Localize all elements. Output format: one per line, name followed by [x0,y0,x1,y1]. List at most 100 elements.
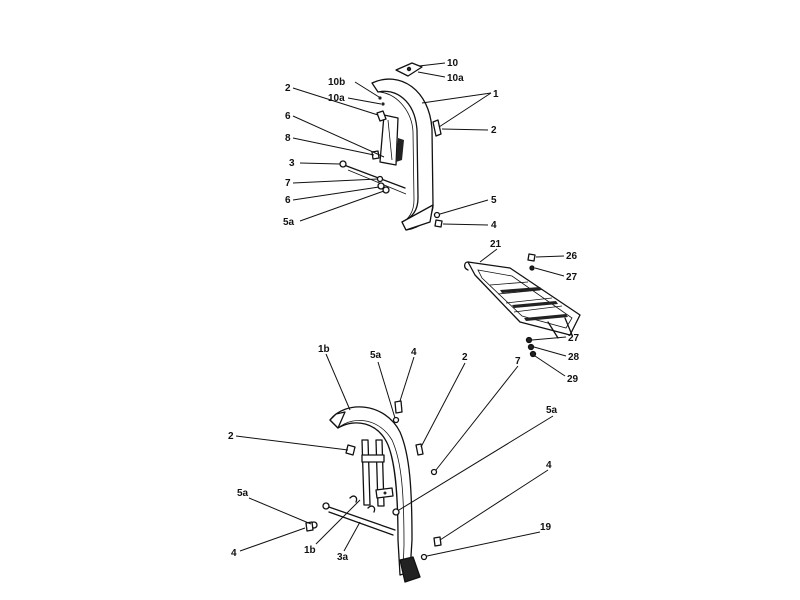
leader-10b [354,81,380,98]
label-6-top: 6 [285,111,291,122]
label-2-left: 2 [228,431,234,442]
rod-end-3 [339,160,347,168]
rear-stay-left [361,439,371,506]
label-27-top: 27 [566,272,578,283]
label-29: 29 [567,374,579,385]
label-5: 5 [491,195,497,206]
leader-1b-top [325,353,351,411]
rack-leg-1 [547,321,559,339]
label-10: 10 [447,58,459,69]
washer-10b [381,102,385,106]
leader-5a-top [377,361,396,419]
label-2-left: 2 [285,83,291,94]
leader-2-left [292,87,379,116]
rack-nut-29 [529,350,537,358]
leader-3 [299,162,341,165]
label-6-bottom: 6 [285,195,291,206]
washer-10a [378,96,382,100]
label-1b-bottom: 1b [304,545,316,556]
washer-5a [382,186,390,194]
leader-1b [438,92,492,128]
leader-7 [292,178,379,184]
leader-19 [426,531,541,557]
leader-4 [442,223,489,226]
rear-fender-body [329,406,413,576]
rack-washer-27-bottom [525,336,533,344]
label-5a-left: 5a [237,488,249,499]
label-4-top: 4 [411,347,417,358]
leader-5a-right [398,415,554,511]
label-5a: 5a [283,217,295,228]
label-28: 28 [568,352,580,363]
label-4-right: 4 [546,460,552,471]
foot-hole [383,491,387,495]
label-19: 19 [540,522,552,533]
rear-fender-front-tip [329,411,346,429]
rear-fender-assembly: 1b 5a 4 2 7 5a 2 4 5a 19 4 1b 3a [228,344,558,583]
label-2-top: 2 [462,352,468,363]
bolt-8 [371,150,380,160]
bolt-4 [434,219,443,228]
leader-10a-left [347,97,382,105]
rear-rod-end-1b [322,502,330,510]
leader-4-left [239,527,306,552]
washer-5 [433,211,441,219]
label-1b-top: 1b [318,344,330,355]
leader-2-right [441,128,489,131]
label-10a-left: 10a [328,93,345,104]
label-5a-top: 5a [370,350,382,361]
bolt-2-right [432,119,442,137]
rear-stay-rod [325,505,396,536]
leader-3a [343,521,361,552]
rear-bolt-4-left [305,521,314,532]
label-27-bottom: 27 [568,333,580,344]
washer-6 [377,182,385,190]
rear-nut-19 [420,553,428,561]
label-2-right: 2 [491,125,497,136]
luggage-rack-assembly: 21 26 27 27 28 29 [463,239,581,385]
rear-bolt-4-right [433,536,442,547]
rear-rod-hook [349,495,376,513]
leader-27-bottom [531,336,567,341]
label-3: 3 [289,158,295,169]
rear-stay-bridge [361,454,385,463]
leader-8 [292,137,375,156]
leader-21 [479,248,498,263]
label-26: 26 [566,251,578,262]
leader-5 [439,199,489,215]
leader-4-top [399,356,415,402]
rack-bolt-26 [527,253,536,262]
leader-27-top [534,267,565,277]
rack-slat-3 [524,314,568,321]
label-7: 7 [285,178,291,189]
leader-10a-top [417,71,446,78]
stay-rod [343,164,406,189]
label-21: 21 [490,239,502,250]
label-8: 8 [285,133,291,144]
leader-28 [533,346,567,357]
leader-5a-left [248,497,312,525]
bolt-2-left [376,110,387,122]
label-10b: 10b [328,77,345,88]
rear-fender-rim [337,420,405,573]
rack-bar-4 [513,305,563,313]
label-10a-top: 10a [447,73,464,84]
stay-rod-2 [347,169,407,195]
label-4-left: 4 [231,548,237,559]
leader-1a [421,92,492,104]
front-stay-inner [387,119,393,161]
rear-washer-7 [430,468,438,476]
rack-bar-3 [505,297,553,304]
rack-bar-1 [489,281,529,286]
leader-2-left [235,435,349,451]
leader-1b-bottom [315,499,361,545]
rear-mudflap [399,556,421,583]
rack-inner-rail [477,269,573,329]
plate-hole [406,66,412,72]
rack-washer-28 [527,343,535,351]
leader-7 [435,365,519,471]
front-fender-assembly: 10 10a 10b 1 2 10a 6 2 8 3 7 6 5a 5 4 [283,58,499,231]
front-stay [379,114,399,166]
rack-slat-2 [512,301,558,308]
